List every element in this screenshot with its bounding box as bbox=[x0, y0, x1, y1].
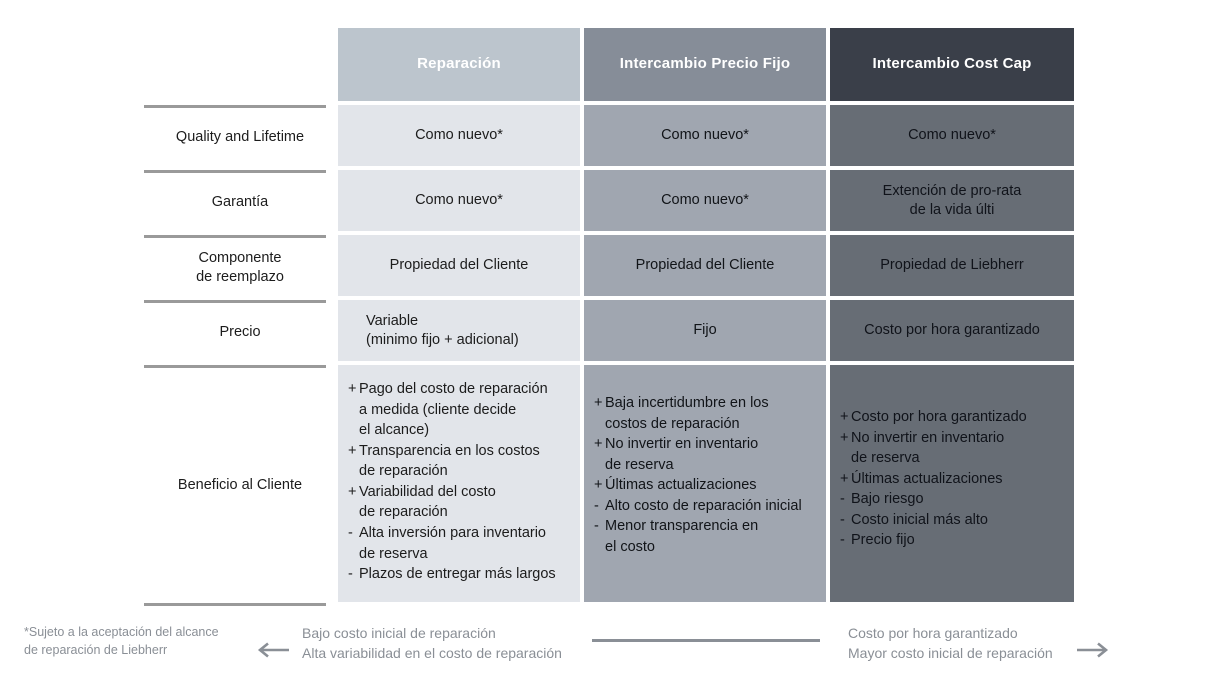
cell-beneficio-precio-fijo: +Baja incertidumbre en los costos de rep… bbox=[584, 365, 826, 602]
row-label-quality-and-lifetime: Quality and Lifetime bbox=[144, 105, 336, 170]
footer-axis: *Sujeto a la aceptación del alcance de r… bbox=[0, 615, 1216, 684]
benefit-list-reparacion: +Pago del costo de reparación a medida (… bbox=[348, 379, 556, 585]
benefit-item: +No invertir en inventario de reserva bbox=[840, 428, 1027, 469]
benefit-sign: + bbox=[594, 436, 603, 453]
benefit-text: Variabilidad del costo de reparación bbox=[359, 483, 496, 521]
benefit-text: Últimas actualizaciones bbox=[851, 470, 1003, 487]
cell-componente-reparacion: Propiedad del Cliente bbox=[338, 235, 580, 296]
benefit-item: +Variabilidad del costo de reparación bbox=[348, 482, 556, 523]
cell-precio-reparacion: Variable (minimo fijo + adicional) bbox=[338, 300, 580, 361]
cell-beneficio-reparacion: +Pago del costo de reparación a medida (… bbox=[338, 365, 580, 602]
footnote-text: *Sujeto a la aceptación del alcance de r… bbox=[24, 625, 219, 658]
benefit-item: +Baja incertidumbre en los costos de rep… bbox=[594, 393, 802, 434]
benefit-item: -Costo inicial más alto bbox=[840, 510, 1027, 531]
benefit-item: -Alto costo de reparación inicial bbox=[594, 496, 802, 517]
benefit-text: Menor transparencia en el costo bbox=[605, 518, 759, 556]
benefit-item: -Plazos de entregar más largos bbox=[348, 564, 556, 585]
comparison-table: Reparación Intercambio Precio Fijo Inter… bbox=[144, 28, 1076, 606]
benefit-sign: + bbox=[594, 477, 603, 494]
benefit-text: Plazos de entregar más largos bbox=[359, 566, 556, 583]
benefit-text: Baja incertidumbre en los costos de repa… bbox=[605, 395, 769, 432]
benefit-sign: + bbox=[348, 483, 357, 500]
benefit-sign: - bbox=[594, 518, 599, 535]
benefit-sign: + bbox=[840, 470, 849, 487]
benefit-text: Alto costo de reparación inicial bbox=[605, 497, 802, 514]
cell-componente-precio-fijo: Propiedad del Cliente bbox=[584, 235, 826, 296]
benefit-item: +Costo por hora garantizado bbox=[840, 407, 1027, 428]
benefit-item: -Alta inversión para inventario de reser… bbox=[348, 523, 556, 564]
benefit-sign: - bbox=[840, 511, 845, 528]
benefit-item: +Últimas actualizaciones bbox=[840, 469, 1027, 490]
cell-quality-reparacion: Como nuevo* bbox=[338, 105, 580, 166]
arrow-left-icon bbox=[256, 642, 290, 663]
benefit-item: +Pago del costo de reparación a medida (… bbox=[348, 379, 556, 441]
cell-quality-cost-cap: Como nuevo* bbox=[830, 105, 1074, 166]
benefit-sign: - bbox=[840, 491, 845, 508]
benefit-text: Precio fijo bbox=[851, 532, 915, 549]
benefit-sign: + bbox=[840, 409, 849, 425]
benefit-list-precio-fijo: +Baja incertidumbre en los costos de rep… bbox=[594, 393, 802, 558]
benefit-sign: + bbox=[348, 381, 357, 397]
benefit-item: -Precio fijo bbox=[840, 530, 1027, 551]
benefit-text: Costo inicial más alto bbox=[851, 511, 988, 528]
benefit-text: Alta inversión para inventario de reserv… bbox=[359, 525, 546, 562]
column-header-intercambio-cost-cap[interactable]: Intercambio Cost Cap bbox=[830, 28, 1074, 101]
axis-connector-line bbox=[592, 639, 820, 642]
table-corner-empty bbox=[144, 28, 336, 101]
column-header-intercambio-precio-fijo[interactable]: Intercambio Precio Fijo bbox=[584, 28, 826, 101]
benefit-item: +Últimas actualizaciones bbox=[594, 475, 802, 496]
benefit-sign: - bbox=[594, 497, 599, 514]
benefit-sign: + bbox=[594, 395, 603, 411]
cell-beneficio-cost-cap: +Costo por hora garantizado+No invertir … bbox=[830, 365, 1074, 602]
benefit-sign: - bbox=[348, 566, 353, 583]
benefit-item: +Transparencia en los costos de reparaci… bbox=[348, 441, 556, 482]
cell-garantia-precio-fijo: Como nuevo* bbox=[584, 170, 826, 231]
table-grid: Reparación Intercambio Precio Fijo Inter… bbox=[144, 28, 1076, 606]
benefit-text: Pago del costo de reparación a medida (c… bbox=[359, 381, 548, 439]
benefit-sign: + bbox=[348, 442, 357, 459]
benefit-list-cost-cap: +Costo por hora garantizado+No invertir … bbox=[840, 407, 1027, 551]
benefit-text: No invertir en inventario de reserva bbox=[605, 436, 759, 473]
arrow-right-icon bbox=[1076, 642, 1110, 663]
benefit-sign: - bbox=[840, 532, 845, 549]
column-header-reparacion[interactable]: Reparación bbox=[338, 28, 580, 101]
benefit-text: Últimas actualizaciones bbox=[605, 477, 757, 494]
axis-label-right: Costo por hora garantizado Mayor costo i… bbox=[848, 625, 1053, 662]
benefit-item: -Bajo riesgo bbox=[840, 489, 1027, 510]
cell-garantia-reparacion: Como nuevo* bbox=[338, 170, 580, 231]
benefit-text: Costo por hora garantizado bbox=[851, 409, 1027, 425]
benefit-sign: + bbox=[840, 429, 849, 446]
cell-quality-precio-fijo: Como nuevo* bbox=[584, 105, 826, 166]
cell-componente-cost-cap: Propiedad de Liebherr bbox=[830, 235, 1074, 296]
row-label-precio: Precio bbox=[144, 300, 336, 365]
benefit-text: Bajo riesgo bbox=[851, 491, 924, 508]
cell-garantia-cost-cap: Extención de pro-rata de la vida últi bbox=[830, 170, 1074, 231]
cell-precio-precio-fijo: Fijo bbox=[584, 300, 826, 361]
row-label-garantia: Garantía bbox=[144, 170, 336, 235]
benefit-text: No invertir en inventario de reserva bbox=[851, 429, 1005, 467]
row-label-beneficio-al-cliente: Beneficio al Cliente bbox=[144, 365, 336, 606]
axis-label-left: Bajo costo inicial de reparación Alta va… bbox=[302, 625, 562, 662]
row-label-componente-de-reemplazo: Componente de reemplazo bbox=[144, 235, 336, 300]
benefit-sign: - bbox=[348, 525, 353, 542]
cell-precio-cost-cap: Costo por hora garantizado bbox=[830, 300, 1074, 361]
benefit-item: +No invertir en inventario de reserva bbox=[594, 434, 802, 475]
benefit-text: Transparencia en los costos de reparació… bbox=[359, 442, 540, 480]
benefit-item: -Menor transparencia en el costo bbox=[594, 516, 802, 557]
